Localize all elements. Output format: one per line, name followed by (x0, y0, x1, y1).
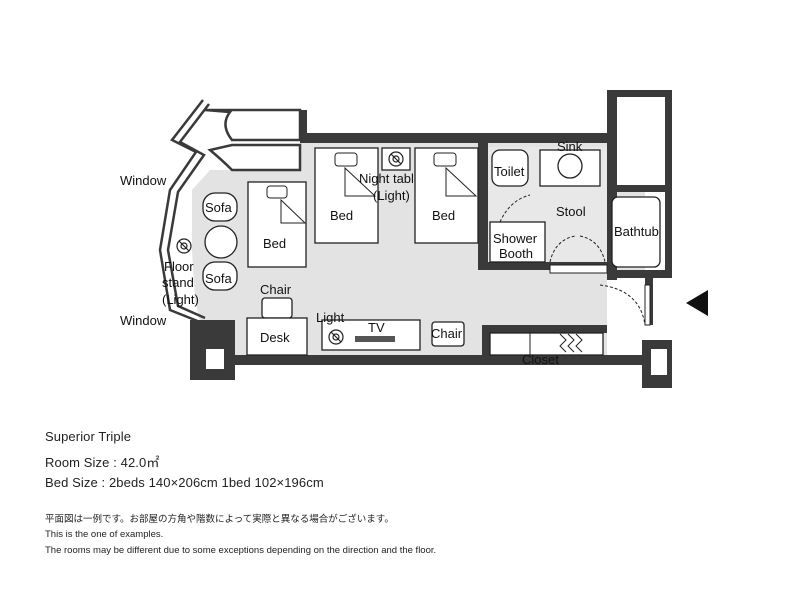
bath-door (549, 235, 606, 263)
night-table-label-1: Night table (359, 171, 421, 186)
sofa-top-label: Sofa (205, 200, 233, 215)
bay-window (158, 99, 302, 324)
bath-threshold (549, 264, 608, 274)
tv (355, 336, 395, 342)
sink (557, 153, 583, 179)
shower-label-1: Shower (493, 231, 538, 246)
room-name: Superior Triple (45, 429, 132, 444)
bed-middle-label: Bed (330, 208, 353, 223)
note-line-1: This is the one of examples. (45, 529, 164, 540)
floor-stand-light-icon (176, 238, 192, 254)
sofa-top (202, 192, 238, 222)
stool-label: Stool (556, 204, 586, 219)
night-table-label-2: (Light) (373, 188, 410, 203)
toilet (491, 149, 529, 187)
chair-right (431, 321, 465, 347)
floor-stand-label-2: stand (162, 275, 194, 290)
bathtub-label: Bathtub (614, 224, 659, 239)
closet (489, 332, 604, 356)
closet-label: Closet (522, 352, 559, 367)
shower-booth (489, 221, 546, 263)
desk-label: Desk (260, 330, 290, 345)
bed-right-label: Bed (432, 208, 455, 223)
sink-label: Sink (557, 139, 583, 154)
floor-stand-label-3: (Light) (162, 292, 199, 307)
sofa-bottom-label: Sofa (205, 271, 233, 286)
window-top-label: Window (120, 173, 167, 188)
entrance-arrow-icon (686, 290, 708, 316)
shower-label-2: Booth (499, 246, 533, 261)
light-label: Light (316, 310, 345, 325)
desk-chair-label: Chair (260, 282, 292, 297)
bed-size: Bed Size : 2beds 140×206cm 1bed 102×196c… (45, 475, 324, 490)
column-top-right (617, 97, 665, 185)
toilet-label: Toilet (494, 164, 525, 179)
round-table (204, 225, 238, 259)
desk-light-icon (328, 329, 344, 345)
bed-left (247, 181, 307, 268)
column-bottom-left (204, 347, 226, 371)
note-line-2: The rooms may be different due to some e… (45, 545, 437, 556)
chair-right-label: Chair (431, 326, 463, 341)
room-size: Room Size : 42.0㎡ (45, 455, 160, 470)
bed-right (414, 147, 479, 244)
sofa-bottom (202, 261, 238, 291)
entry-door (644, 284, 651, 326)
column-bottom-right (649, 347, 669, 377)
window-bottom-label: Window (120, 313, 167, 328)
floor-stand-label-1: Floor (164, 259, 194, 274)
floor-plan: Window Window Sofa Sofa Floor stand (Lig… (120, 90, 708, 388)
desk (246, 317, 308, 356)
entry-door-swing (599, 284, 646, 326)
desk-chair (261, 297, 293, 319)
note-japanese: 平面図は一例です。お部屋の方角や階数によって実際と異なる場合がございます。 (45, 514, 394, 525)
night-table-light-icon (388, 151, 404, 167)
toilet-door (499, 194, 531, 223)
bathtub (611, 196, 661, 268)
bed-left-label: Bed (263, 236, 286, 251)
tv-label: TV (368, 320, 385, 335)
closet-hangers (559, 333, 583, 353)
bed-middle (314, 147, 379, 244)
